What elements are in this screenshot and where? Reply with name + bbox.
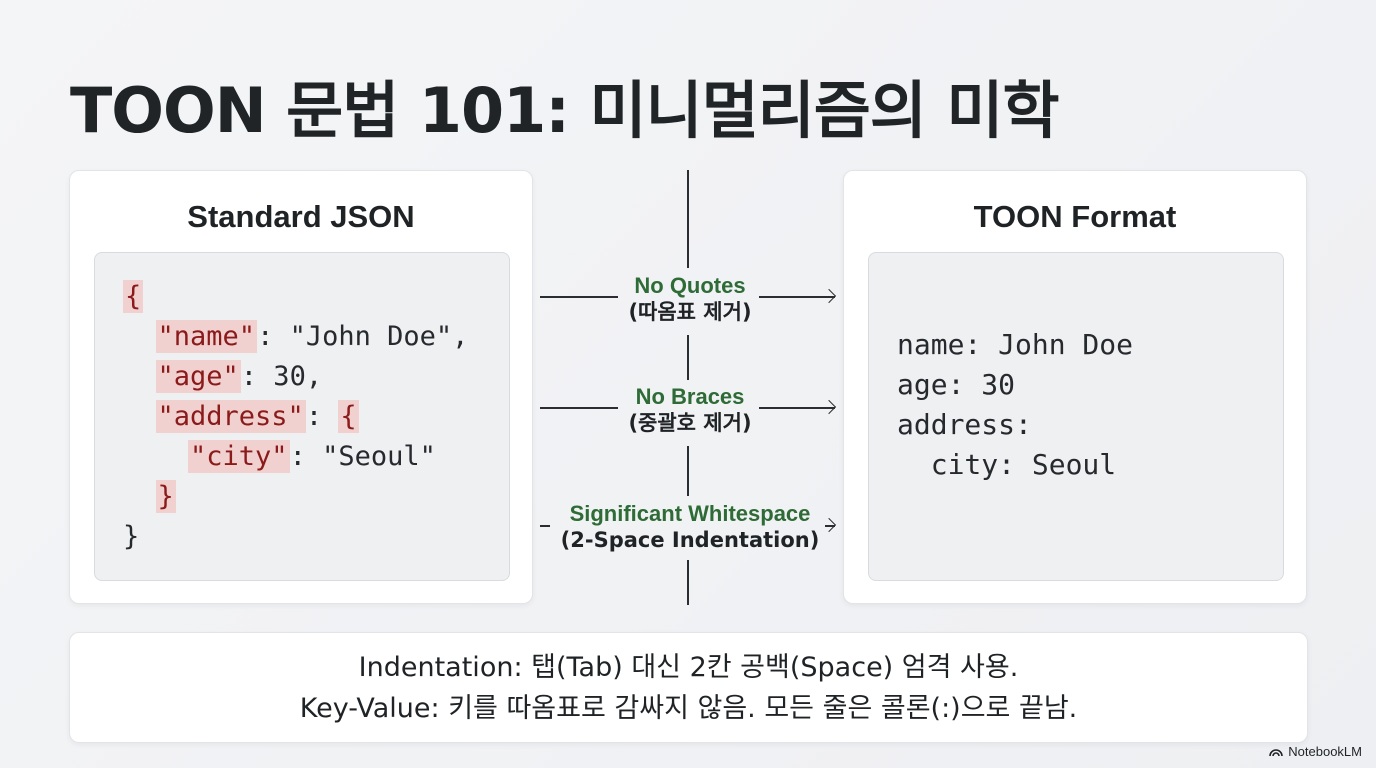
- divider-line-mid1: [687, 335, 689, 380]
- json-value-name: : "John Doe",: [257, 321, 469, 352]
- transform-subtitle: (중괄호 제거): [628, 411, 752, 435]
- arrow-line-right: [759, 407, 835, 409]
- transform-title: No Braces: [635, 384, 745, 409]
- json-separator-address: :: [305, 401, 339, 432]
- transform-whitespace: Significant Whitespace (2-Space Indentat…: [540, 500, 840, 560]
- divider-line-mid2: [687, 446, 689, 496]
- json-code: { "name": "John Doe", "age": 30, "addres…: [123, 277, 468, 557]
- transform-no-quotes: No Quotes (따옴표 제거): [540, 272, 840, 332]
- json-key-name: "name": [155, 320, 258, 353]
- standard-json-panel: Standard JSON { "name": "John Doe", "age…: [69, 170, 533, 604]
- divider-line-bottom: [687, 560, 689, 605]
- json-nested-open-brace: {: [338, 400, 359, 433]
- json-value-age: : 30,: [240, 361, 323, 392]
- notebooklm-brand: NotebookLM: [1269, 744, 1362, 759]
- transform-label: Significant Whitespace (2-Space Indentat…: [540, 500, 840, 554]
- transform-subtitle: (따옴표 제거): [628, 300, 752, 324]
- standard-json-heading: Standard JSON: [187, 199, 415, 234]
- toon-line-name: name: John Doe: [897, 328, 1134, 361]
- toon-code-box: name: John Doe age: 30 address: city: Se…: [868, 252, 1284, 581]
- json-nested-close-brace: }: [155, 480, 176, 513]
- json-code-box: { "name": "John Doe", "age": 30, "addres…: [94, 252, 510, 581]
- transform-label: No Quotes (따옴표 제거): [540, 272, 840, 326]
- divider-line-top: [687, 170, 689, 268]
- arrow-line-left: [540, 296, 618, 298]
- json-key-city: "city": [188, 440, 290, 473]
- transform-label: No Braces (중괄호 제거): [540, 383, 840, 437]
- transform-title: Significant Whitespace: [569, 501, 811, 526]
- json-value-city: : "Seoul": [289, 441, 436, 472]
- arrow-line-left: [540, 407, 618, 409]
- toon-line-city: city: Seoul: [897, 448, 1117, 481]
- arrow-line-left: [540, 525, 550, 527]
- toon-format-heading: TOON Format: [973, 199, 1177, 234]
- json-open-brace: {: [123, 280, 144, 313]
- toon-format-panel: TOON Format name: John Doe age: 30 addre…: [843, 170, 1307, 604]
- json-key-address: "address": [155, 400, 306, 433]
- arrow-line-right: [825, 525, 835, 527]
- page-title: TOON 문법 101: 미니멀리즘의 미학: [70, 74, 1060, 147]
- json-key-age: "age": [155, 360, 241, 393]
- brand-label: NotebookLM: [1288, 744, 1362, 759]
- notebooklm-logo-icon: [1269, 747, 1284, 757]
- transform-title: No Quotes: [634, 273, 746, 298]
- json-close-brace: }: [123, 521, 140, 552]
- toon-line-address: address:: [897, 408, 1032, 441]
- arrow-line-right: [759, 296, 835, 298]
- rules-summary-box: Indentation: 탭(Tab) 대신 2칸 공백(Space) 엄격 사…: [69, 632, 1308, 743]
- toon-code: name: John Doe age: 30 address: city: Se…: [897, 325, 1133, 485]
- rule-key-value: Key-Value: 키를 따옴표로 감싸지 않음. 모든 줄은 콜론(:)으로…: [299, 693, 1078, 724]
- toon-line-age: age: 30: [897, 368, 1016, 401]
- rule-indentation: Indentation: 탭(Tab) 대신 2칸 공백(Space) 엄격 사…: [358, 652, 1019, 683]
- transform-subtitle: (2-Space Indentation): [560, 528, 820, 552]
- transform-no-braces: No Braces (중괄호 제거): [540, 383, 840, 443]
